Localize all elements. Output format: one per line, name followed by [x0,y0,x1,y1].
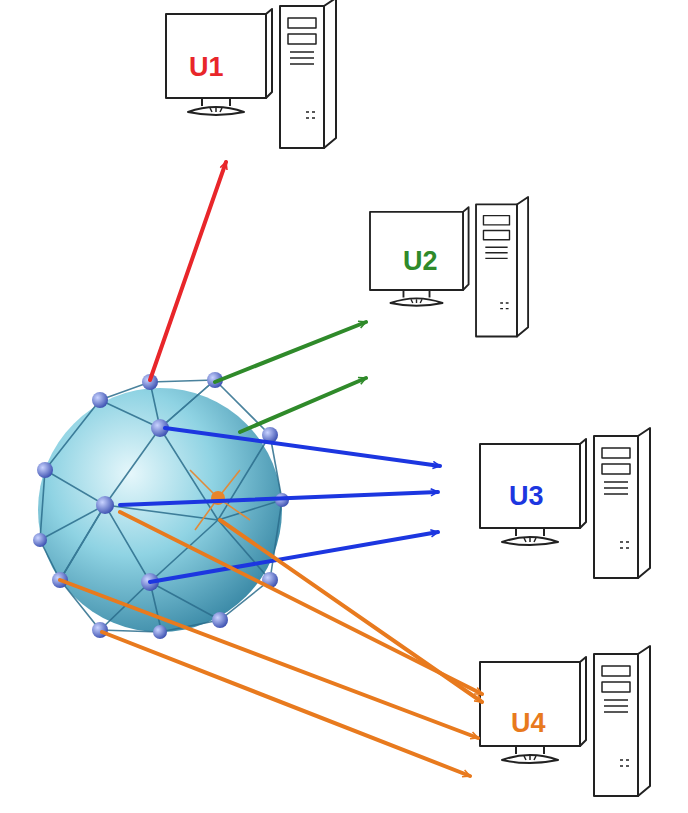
user-label: U3 [509,482,544,512]
computer-node: U4 [507,707,550,741]
user-label: U4 [511,709,546,739]
user-label: U2 [403,247,438,277]
user-label: U1 [189,53,224,83]
computer-node: U1 [185,51,228,85]
computer-node: U2 [399,245,442,279]
computer-node: U3 [505,480,548,514]
